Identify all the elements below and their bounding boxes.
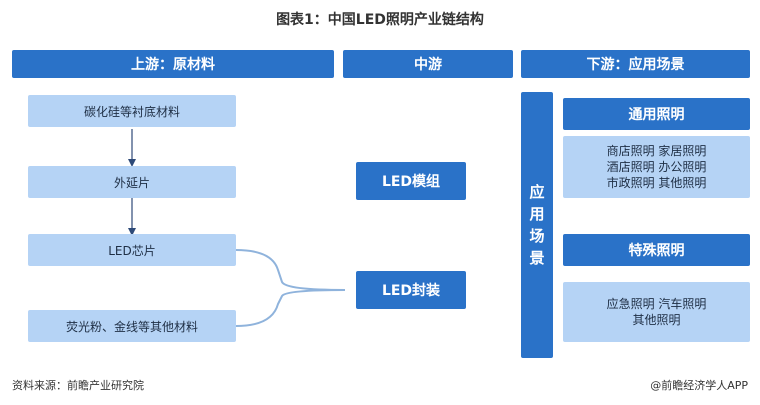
header-downstream: 下游：应用场景: [521, 50, 750, 78]
list-item: 商店照明 家居照明: [606, 144, 707, 158]
page-title: 图表1：中国LED照明产业链结构: [276, 12, 484, 28]
scene-char: 场: [529, 227, 545, 245]
special-lighting-list: 应急照明 汽车照明 其他照明: [563, 282, 750, 342]
list-item: 市政照明 其他照明: [606, 176, 707, 190]
general-lighting-header: 通用照明: [563, 98, 750, 130]
header-midstream: 中游: [343, 50, 513, 78]
midstream-led-module: LED模组: [356, 162, 466, 200]
source-note: 资料来源：前瞻产业研究院: [12, 379, 144, 392]
general-lighting-list: 商店照明 家居照明 酒店照明 办公照明 市政照明 其他照明: [563, 136, 750, 198]
scene-char: 用: [529, 205, 545, 223]
midstream-led-packaging: LED封装: [356, 271, 466, 309]
list-item: 应急照明 汽车照明: [606, 297, 707, 311]
upstream-item-other-materials: 荧光粉、金线等其他材料: [28, 310, 236, 342]
brand-note: @前瞻经济学人APP: [650, 379, 748, 392]
scene-char: 应: [529, 183, 545, 201]
list-item: 其他照明: [632, 313, 681, 327]
upstream-item-led-chip: LED芯片: [28, 234, 236, 266]
list-item: 酒店照明 办公照明: [606, 160, 707, 174]
special-lighting-header: 特殊照明: [563, 234, 750, 266]
header-upstream: 上游：原材料: [12, 50, 334, 78]
scene-char: 景: [529, 249, 545, 267]
upstream-item-substrate: 碳化硅等衬底材料: [28, 95, 236, 127]
downstream-scene-label: 应 用 场 景: [521, 92, 553, 358]
bracket-to-packaging: [235, 249, 346, 327]
upstream-item-epitaxial-wafer: 外延片: [28, 166, 236, 198]
